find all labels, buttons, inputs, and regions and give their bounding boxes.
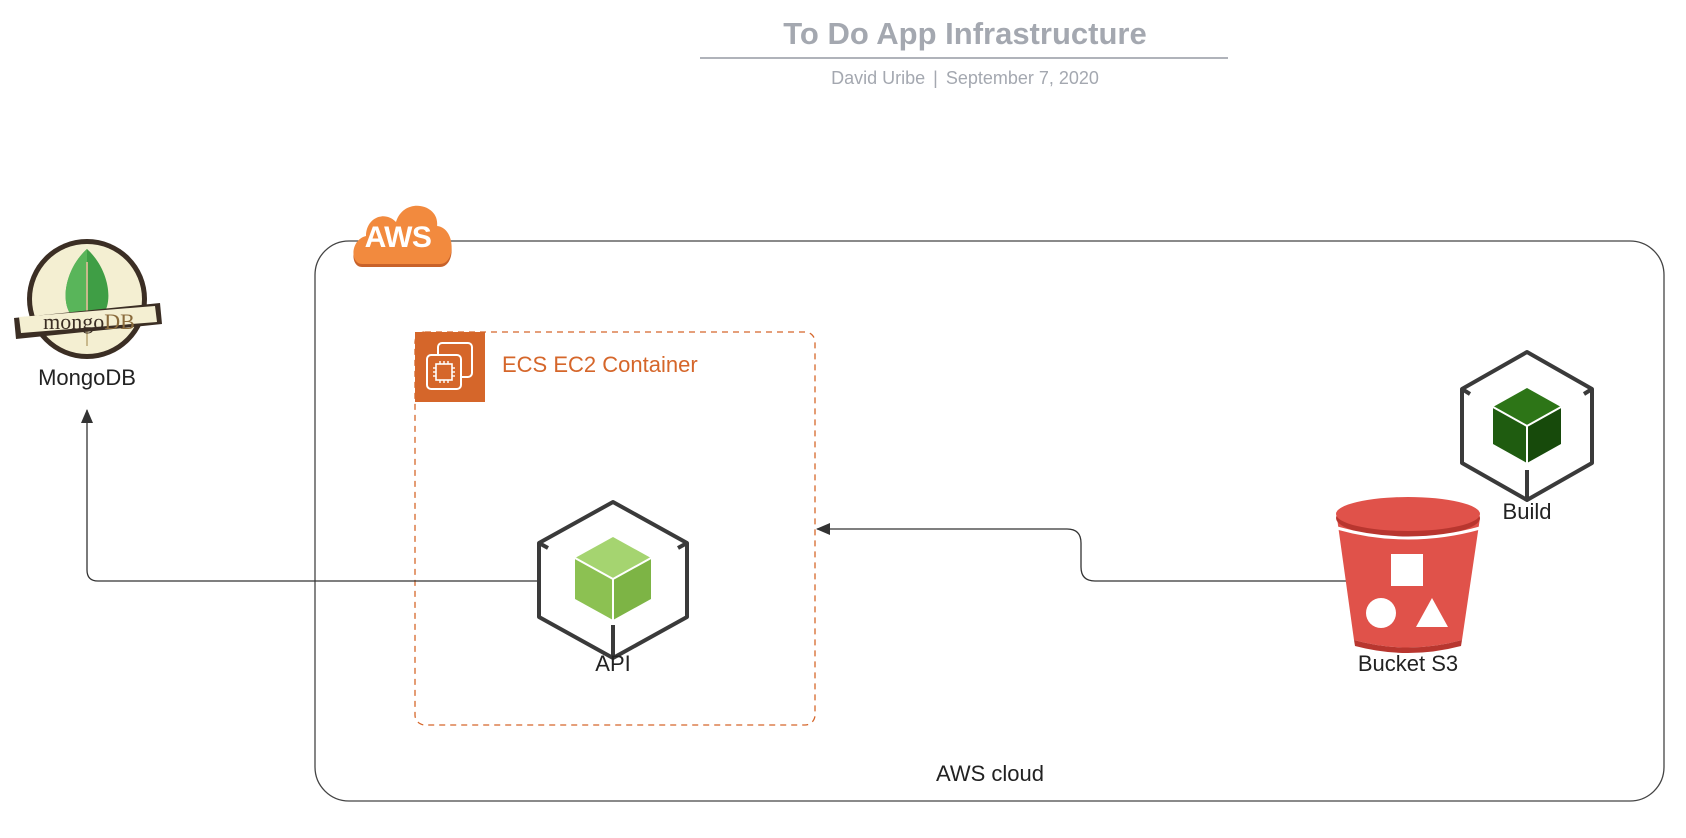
mongodb-logo-wordmark: mongoDB: [22, 309, 156, 335]
diagram-title: To Do App Infrastructure: [783, 16, 1147, 51]
mongodb-logo-db: DB: [104, 309, 135, 334]
mongodb-label: MongoDB: [38, 365, 136, 390]
connector-api-to-mongodb: [81, 409, 540, 582]
author: David Uribe: [831, 68, 926, 88]
title-underline: [700, 57, 1228, 59]
date: September 7, 2020: [945, 68, 1099, 88]
aws-badge-text: AWS: [364, 221, 432, 254]
build-label: Build: [1502, 499, 1552, 524]
mongodb-logo-mongo: mongo: [43, 309, 105, 334]
bucket-s3-label: Bucket S3: [1357, 651, 1459, 676]
api-label: API: [595, 651, 631, 676]
build-cube-icon: [1460, 350, 1594, 502]
api-cube-icon: [537, 500, 689, 660]
ecs-container-group: [414, 331, 816, 726]
byline: David Uribe | September 7, 2020: [700, 68, 1230, 89]
aws-cloud-label: AWS cloud: [935, 761, 1044, 786]
byline-separator: |: [933, 68, 938, 88]
mongodb-leaf-icon: [14, 239, 162, 359]
aws-cloud-group: [314, 240, 1665, 802]
ecs-container-label: ECS EC2 Container: [502, 352, 698, 377]
s3-bucket-icon: [1336, 497, 1481, 653]
ec2-chip-icon: [415, 332, 485, 402]
aws-cloud-icon: [353, 205, 452, 267]
connector-s3-to-ecs: [816, 523, 1346, 582]
